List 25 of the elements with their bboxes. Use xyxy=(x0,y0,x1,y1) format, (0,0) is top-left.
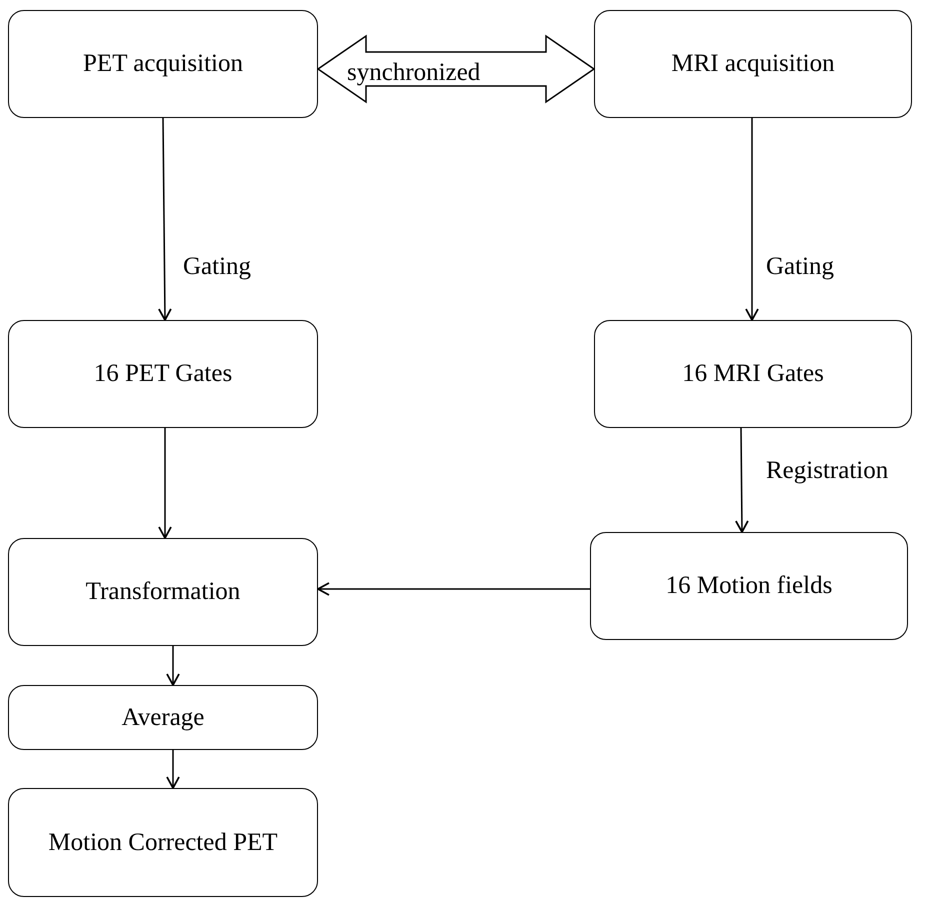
box-label: MRI acquisition xyxy=(671,49,835,79)
process-box xyxy=(8,10,318,118)
process-box xyxy=(8,685,318,750)
process-box xyxy=(8,538,318,646)
process-box xyxy=(8,788,318,897)
box-label: PET acquisition xyxy=(83,49,243,79)
double-block-arrow xyxy=(316,34,596,104)
box-label: 16 PET Gates xyxy=(94,359,232,389)
box-label: Motion Corrected PET xyxy=(48,828,278,858)
arrow xyxy=(158,428,172,539)
box-label: 16 MRI Gates xyxy=(682,359,824,389)
process-box xyxy=(594,10,912,118)
box-label: Transformation xyxy=(86,577,240,607)
edge-label: synchronized xyxy=(347,60,480,85)
process-box xyxy=(594,320,912,428)
box-label: 16 Motion fields xyxy=(666,571,832,601)
arrow xyxy=(166,646,180,686)
box-label: Average xyxy=(122,702,204,732)
arrow xyxy=(317,582,590,596)
arrow xyxy=(735,428,749,533)
arrow xyxy=(158,118,172,321)
arrow xyxy=(166,750,180,789)
process-box xyxy=(590,532,908,640)
arrow xyxy=(745,118,759,321)
process-box xyxy=(8,320,318,428)
